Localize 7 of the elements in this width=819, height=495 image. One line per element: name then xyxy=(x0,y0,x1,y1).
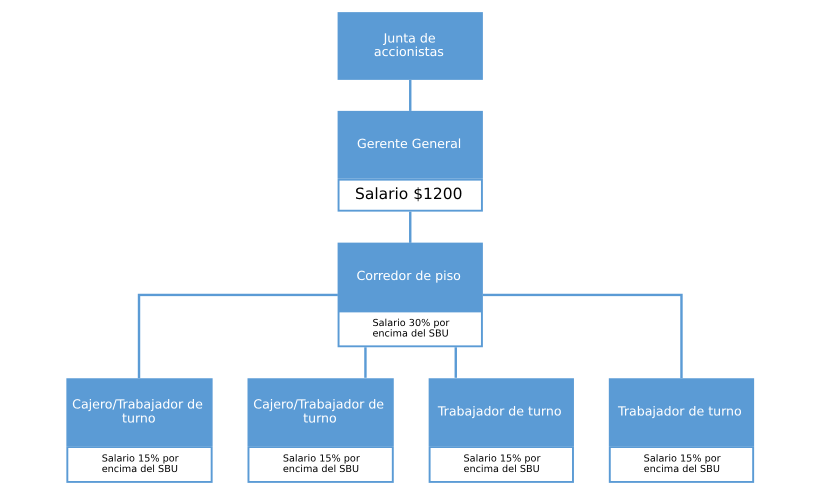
connector xyxy=(408,212,411,243)
connector xyxy=(482,294,682,378)
connector xyxy=(408,80,411,111)
connector xyxy=(454,347,456,378)
connector xyxy=(364,347,366,378)
node-box: Junta de accionistas xyxy=(337,12,482,80)
connector xyxy=(137,294,338,378)
